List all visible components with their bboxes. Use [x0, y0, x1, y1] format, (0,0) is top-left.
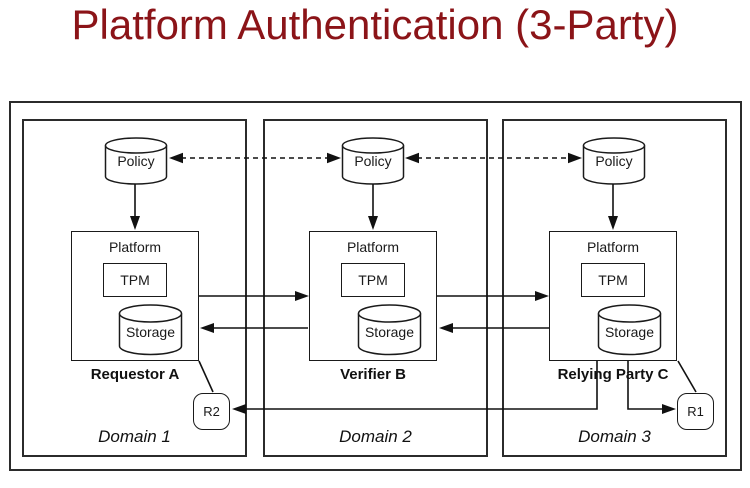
storage-label-c: Storage	[604, 324, 655, 340]
platform-box-a: Platform TPM Storage	[71, 231, 199, 361]
domain-3-label: Domain 3	[578, 427, 651, 446]
storage-database-a: Storage	[118, 304, 183, 356]
policy-label-c: Policy	[595, 153, 633, 169]
policy-database-c: Policy	[582, 137, 646, 185]
r2-node: R2	[193, 393, 230, 430]
cylinder-icon	[357, 304, 422, 356]
policy-label-a: Policy	[117, 153, 155, 169]
tpm-box-c: TPM	[581, 263, 645, 297]
tpm-label-c: TPM	[598, 272, 628, 288]
platform-label-b: Platform	[346, 239, 400, 255]
tpm-label-a: TPM	[120, 272, 150, 288]
platform-box-c: Platform TPM Storage	[549, 231, 677, 361]
platform-label-c: Platform	[586, 239, 640, 255]
policy-database-b: Policy	[341, 137, 405, 185]
tpm-box-b: TPM	[341, 263, 405, 297]
cylinder-icon	[582, 137, 646, 185]
policy-database-a: Policy	[104, 137, 168, 185]
cylinder-icon	[341, 137, 405, 185]
r1-node: R1	[677, 393, 714, 430]
party-label-requestor-a: Requestor A	[90, 366, 180, 383]
r1-label: R1	[687, 404, 704, 419]
storage-label-b: Storage	[364, 324, 415, 340]
cylinder-icon	[597, 304, 662, 356]
policy-label-b: Policy	[354, 153, 392, 169]
storage-label-a: Storage	[125, 324, 176, 340]
page-title: Platform Authentication (3-Party)	[71, 1, 679, 48]
domain-1-label: Domain 1	[98, 427, 171, 446]
tpm-label-b: TPM	[358, 272, 388, 288]
r2-label: R2	[203, 404, 220, 419]
platform-label-a: Platform	[108, 239, 162, 255]
domain-2-label: Domain 2	[339, 427, 412, 446]
platform-box-b: Platform TPM Storage	[309, 231, 437, 361]
tpm-box-a: TPM	[103, 263, 167, 297]
cylinder-icon	[118, 304, 183, 356]
storage-database-c: Storage	[597, 304, 662, 356]
party-label-relying-party-c: Relying Party C	[557, 366, 669, 383]
cylinder-icon	[104, 137, 168, 185]
storage-database-b: Storage	[357, 304, 422, 356]
party-label-verifier-b: Verifier B	[340, 366, 406, 383]
